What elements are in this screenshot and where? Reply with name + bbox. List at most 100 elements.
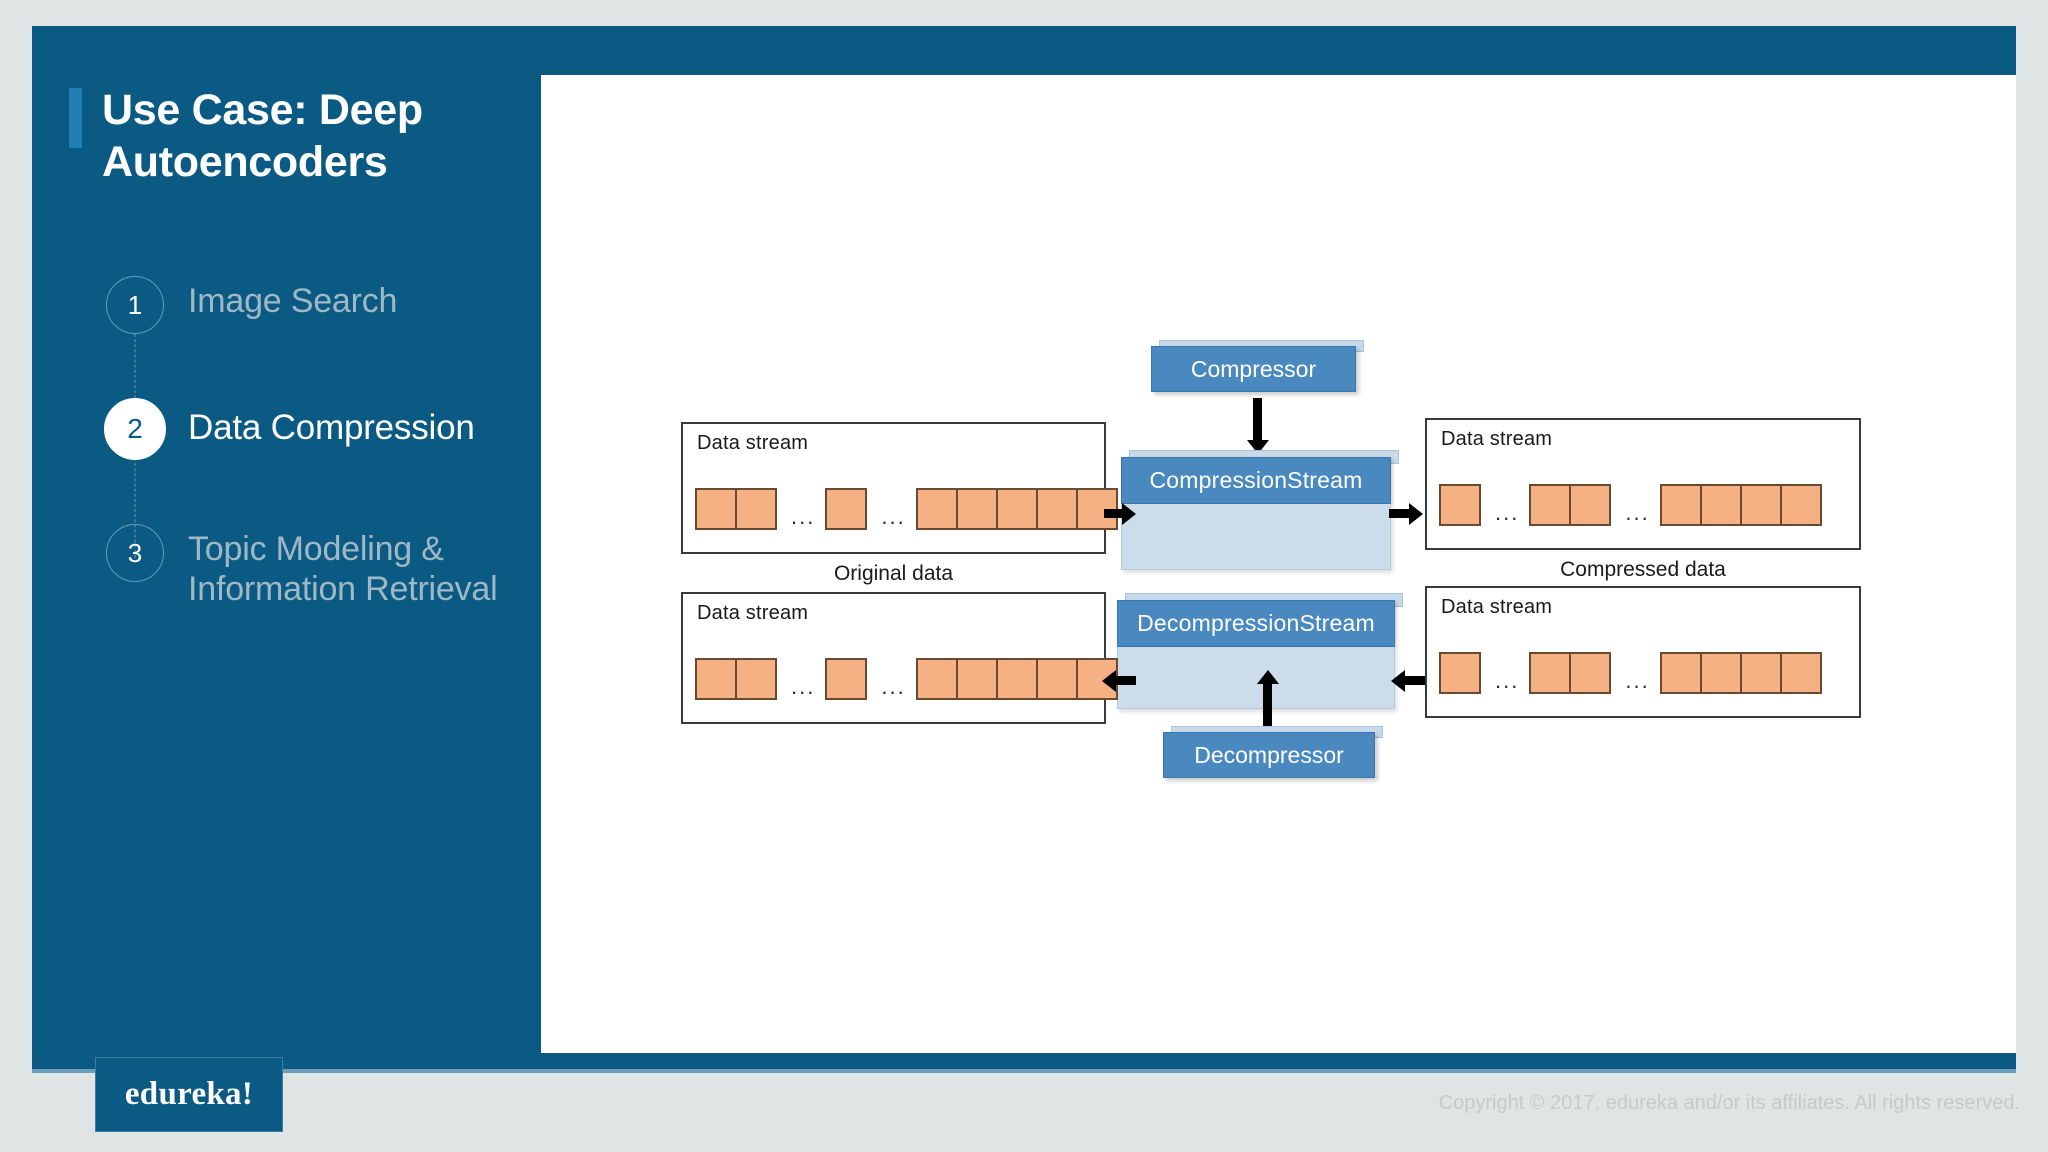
arrow-decompression-to-original — [1102, 670, 1136, 692]
stream-box-title: Data stream — [697, 602, 809, 624]
steps-list: 1 Image Search 2 Data Compression 3 Topi… — [104, 276, 534, 648]
ellipsis-separator: ... — [881, 504, 906, 529]
data-compression-diagram: Compressor CompressionStream Data stream — [681, 340, 1861, 810]
cell-group — [915, 488, 1118, 530]
data-cell — [1569, 484, 1612, 526]
stream-box-title: Data stream — [1441, 428, 1553, 450]
data-cell — [1439, 484, 1481, 526]
sidebar-item-label: Topic Modeling & Information Retrieval — [188, 530, 498, 609]
stream-box-original: Data stream ... ... — [681, 422, 1118, 554]
data-cell — [1529, 652, 1572, 694]
data-cell — [735, 488, 777, 530]
arrow-compression-to-compressed — [1389, 503, 1425, 525]
data-cell — [1779, 652, 1822, 694]
slide-sidebar: Use Case: Deep Autoencoders 1 Image Sear… — [32, 26, 541, 1073]
sidebar-item-label: Image Search — [188, 282, 398, 320]
title-accent-bar — [69, 88, 82, 148]
data-cell — [1659, 484, 1702, 526]
stream-box-decompressed: Data stream ... ... — [681, 592, 1118, 724]
data-cell — [1739, 652, 1782, 694]
cell-group — [695, 488, 777, 530]
step-connector-line — [134, 334, 136, 434]
stream-box-compressed-input: Data stream ... ... — [1425, 586, 1861, 718]
compressor-label: Compressor — [1151, 346, 1356, 392]
sidebar-item-topic-modeling[interactable]: 3 Topic Modeling & Information Retrieval — [104, 524, 534, 648]
data-cell — [1739, 484, 1782, 526]
stream-cells: ... ... — [695, 658, 1118, 700]
ellipsis-separator: ... — [1495, 500, 1520, 525]
decompression-stream-block: DecompressionStream — [1117, 593, 1403, 725]
step-number-badge: 3 — [106, 524, 164, 582]
sidebar-item-image-search[interactable]: 1 Image Search — [104, 276, 534, 434]
data-cell — [995, 488, 1038, 530]
data-cell — [1779, 484, 1822, 526]
step-marker: 3 — [104, 524, 166, 582]
step-number-badge: 2 — [104, 398, 166, 460]
arrow-compressor-to-stream — [1247, 398, 1269, 454]
copyright-notice: Copyright © 2017, edureka and/or its aff… — [1438, 1092, 2020, 1114]
data-cell — [1569, 652, 1612, 694]
data-cell — [995, 658, 1038, 700]
compression-stream-block: CompressionStream — [1121, 450, 1399, 582]
cell-group — [825, 658, 868, 700]
ellipsis-separator: ... — [881, 674, 906, 699]
arrow-original-to-compression — [1104, 503, 1136, 525]
data-cell — [1035, 488, 1078, 530]
ellipsis-separator: ... — [1625, 668, 1650, 693]
page-title: Use Case: Deep Autoencoders — [102, 86, 423, 187]
data-cell — [1699, 484, 1742, 526]
cell-group — [1529, 484, 1612, 526]
data-cell — [955, 658, 998, 700]
ellipsis-separator: ... — [791, 504, 816, 529]
arrow-compressed-to-decompression — [1391, 670, 1427, 692]
stream-cells: ... ... — [1439, 652, 1822, 694]
cell-group — [1439, 484, 1481, 526]
stream-box-title: Data stream — [1441, 596, 1553, 618]
decompressor-label: Decompressor — [1163, 732, 1375, 778]
stream-box-compressed: Data stream ... ... — [1425, 418, 1861, 550]
compression-stream-body — [1121, 504, 1391, 570]
step-marker: 1 — [104, 276, 166, 434]
decompressor-block: Decompressor — [1163, 726, 1383, 786]
compressor-block: Compressor — [1151, 340, 1364, 400]
cell-group — [1659, 652, 1822, 694]
cell-group — [825, 488, 868, 530]
data-cell — [915, 488, 958, 530]
step-number-badge: 1 — [106, 276, 164, 334]
data-cell — [695, 488, 737, 530]
cell-group — [1439, 652, 1481, 694]
content-panel: Compressor CompressionStream Data stream — [541, 75, 2016, 1053]
cell-group — [1529, 652, 1612, 694]
data-cell — [695, 658, 737, 700]
arrow-decompressor-to-stream — [1257, 670, 1279, 726]
sidebar-item-data-compression[interactable]: 2 Data Compression — [104, 398, 534, 558]
data-cell — [1699, 652, 1742, 694]
caption-compressed-data: Compressed data — [1560, 558, 1726, 581]
step-connector-line — [134, 458, 136, 558]
edureka-logo-text: edureka! — [124, 1076, 254, 1112]
data-cell — [735, 658, 777, 700]
footer-divider — [32, 1069, 2016, 1073]
caption-original-data: Original data — [833, 562, 954, 585]
data-cell — [955, 488, 998, 530]
ellipsis-separator: ... — [1625, 500, 1650, 525]
data-cell — [1529, 484, 1572, 526]
data-cell — [1439, 652, 1481, 694]
stream-cells: ... ... — [1439, 484, 1822, 526]
step-marker: 2 — [104, 398, 166, 558]
data-cell — [825, 488, 868, 530]
data-cell — [1035, 658, 1078, 700]
data-cell — [825, 658, 868, 700]
cell-group — [1659, 484, 1822, 526]
stream-box-title: Data stream — [697, 432, 809, 454]
edureka-logo[interactable]: edureka! — [95, 1057, 283, 1132]
sidebar-item-label: Data Compression — [188, 408, 475, 447]
data-cell — [915, 658, 958, 700]
slide-canvas: Use Case: Deep Autoencoders 1 Image Sear… — [32, 26, 2016, 1073]
compression-stream-label: CompressionStream — [1121, 457, 1391, 504]
ellipsis-separator: ... — [791, 674, 816, 699]
cell-group — [695, 658, 777, 700]
cell-group — [915, 658, 1118, 700]
decompression-stream-label: DecompressionStream — [1117, 600, 1395, 647]
decompression-stream-body — [1117, 647, 1395, 709]
